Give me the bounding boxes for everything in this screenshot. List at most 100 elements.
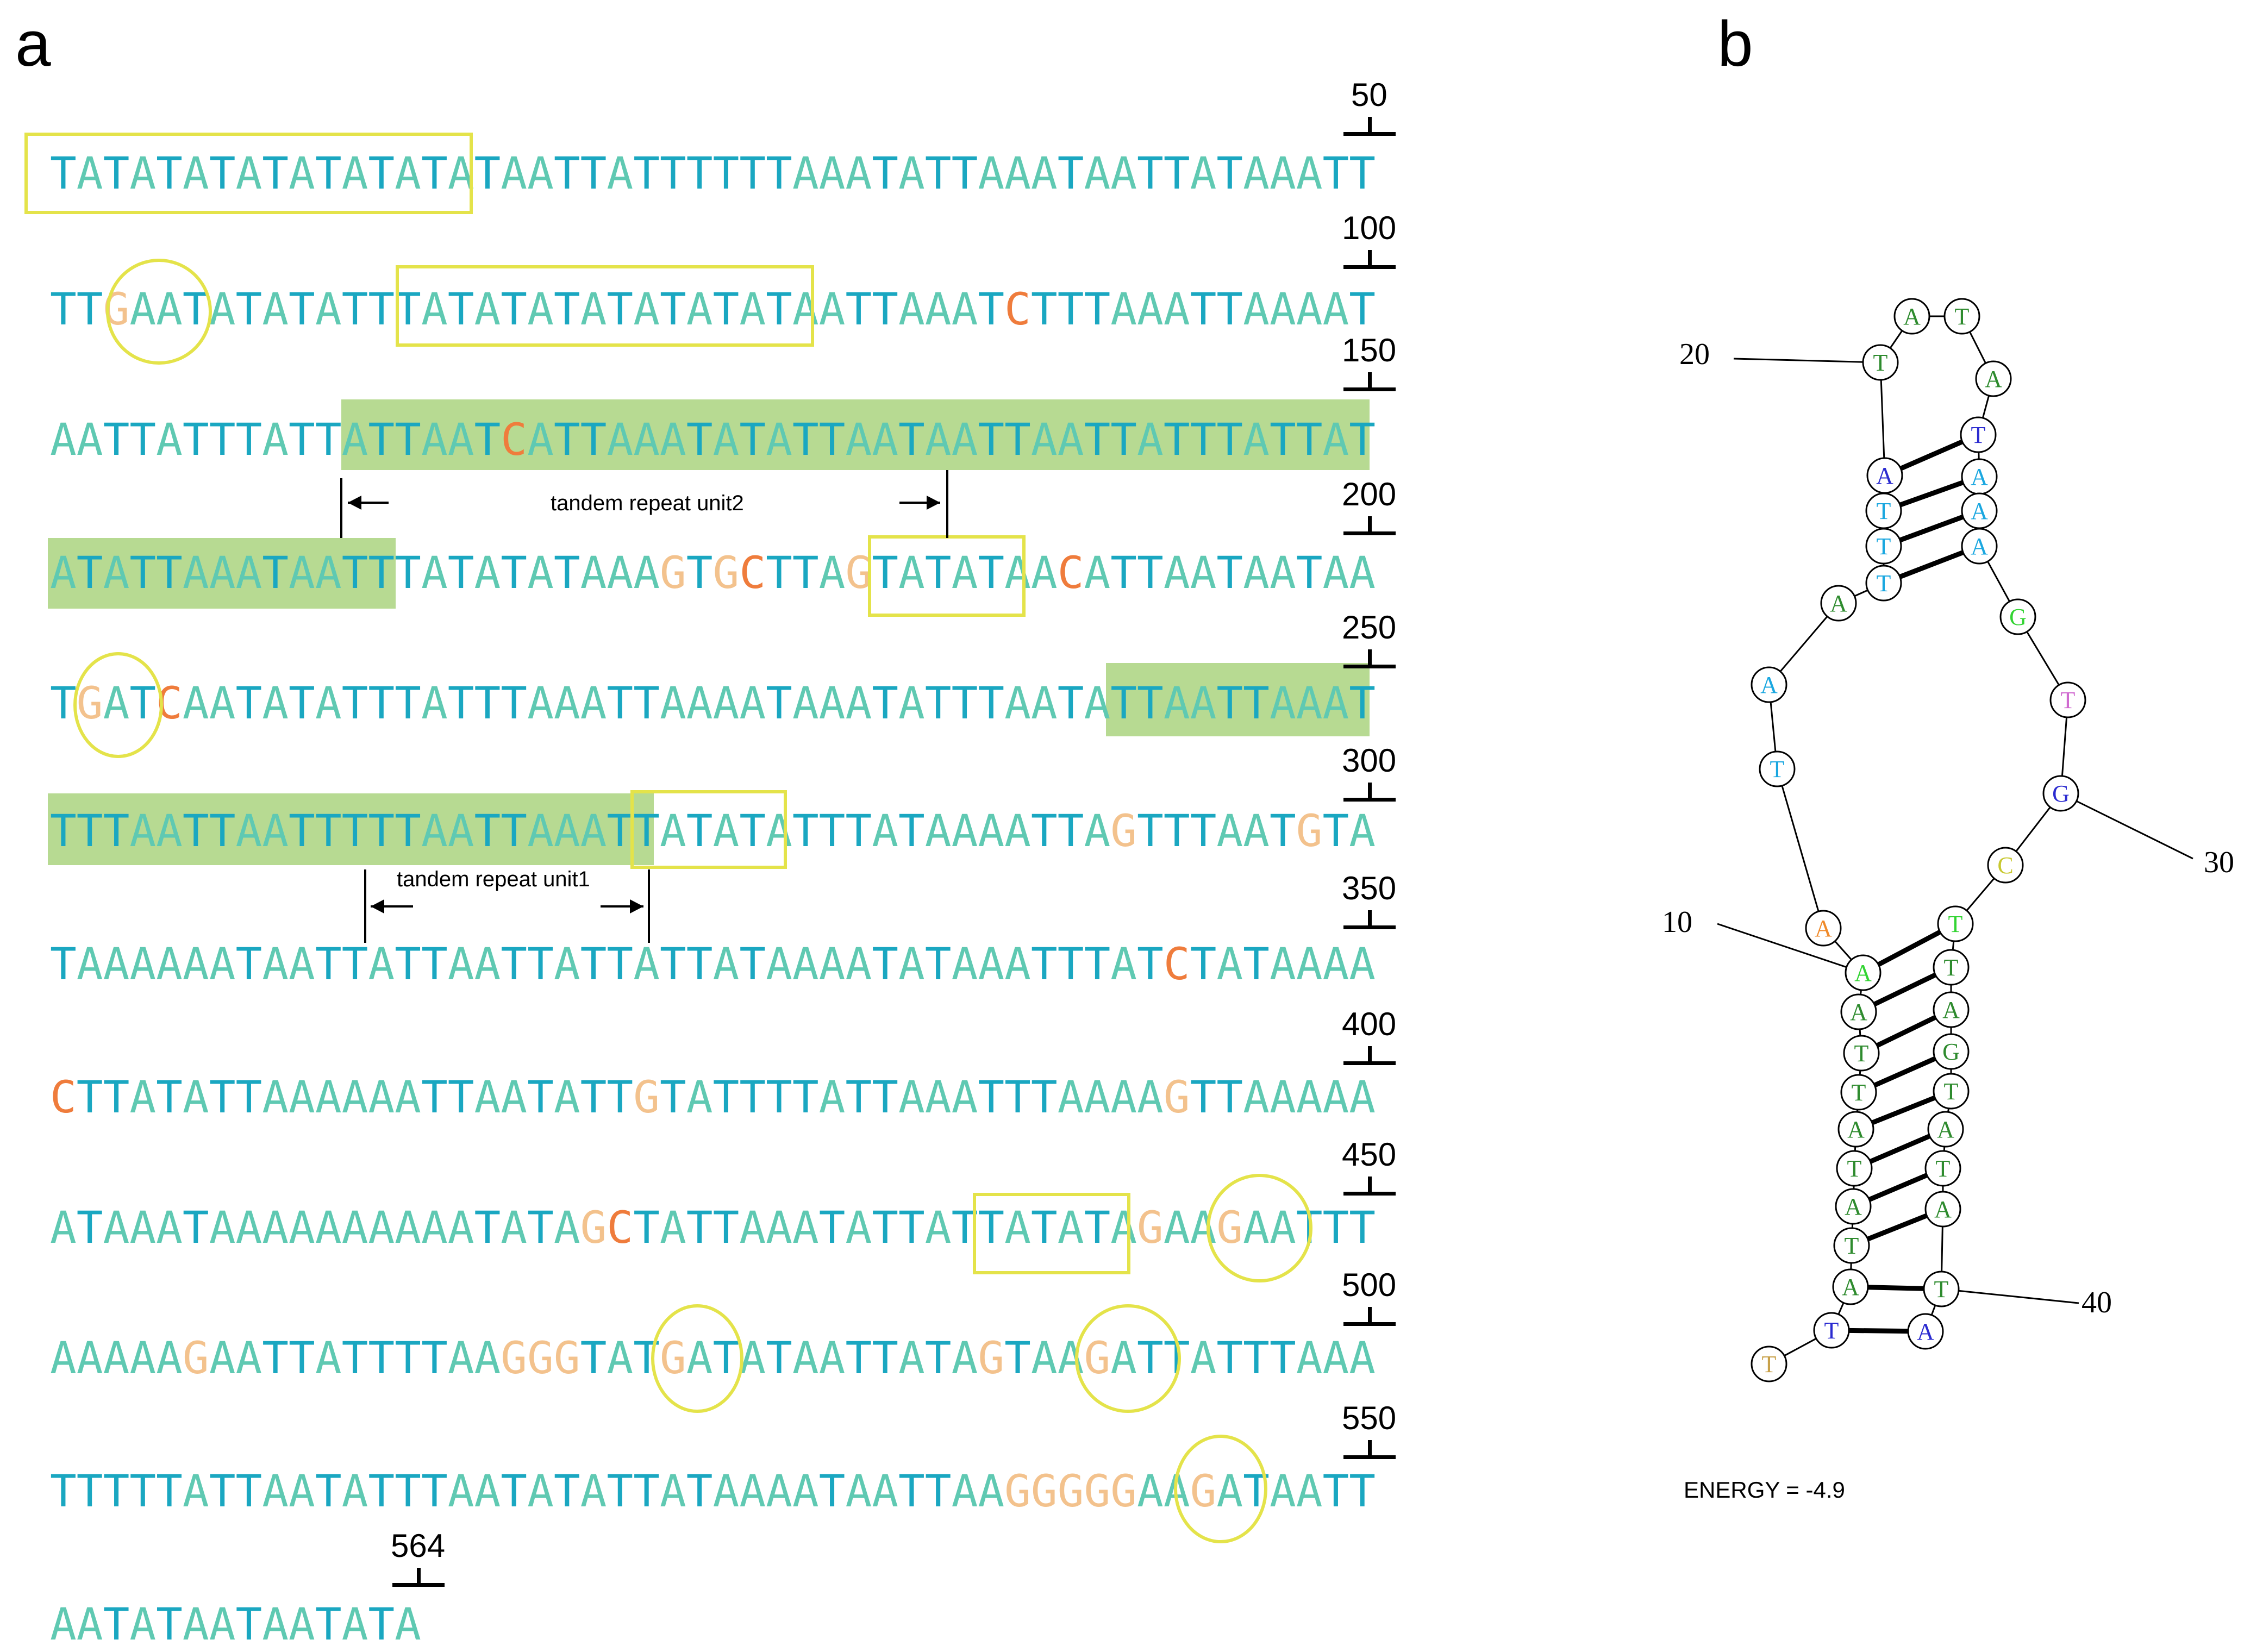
hairpin-nucleotide: T — [1843, 1035, 1880, 1072]
nucleotide: A — [792, 148, 819, 199]
nucleotide: T — [447, 1072, 474, 1123]
nucleotide: T — [1243, 1333, 1270, 1384]
nucleotide: T — [1137, 678, 1164, 729]
nucleotide: T — [686, 1203, 713, 1254]
nucleotide: G — [845, 548, 872, 599]
nucleotide: T — [1190, 415, 1217, 466]
nucleotide: A — [898, 1072, 925, 1123]
nucleotide: T — [1137, 548, 1164, 599]
svg-text:A: A — [1760, 672, 1778, 698]
nucleotide: T — [289, 415, 315, 466]
nucleotide: A — [447, 939, 474, 990]
nucleotide: T — [1349, 1203, 1376, 1254]
nucleotide: T — [1057, 284, 1084, 335]
hairpin-nucleotide: A — [1961, 528, 1998, 565]
nucleotide: T — [978, 548, 1005, 599]
nucleotide: T — [1216, 1072, 1243, 1123]
nucleotide: A — [1243, 284, 1270, 335]
nucleotide: G — [553, 1333, 580, 1384]
nucleotide: A — [1349, 939, 1376, 990]
nucleotide: T — [1269, 806, 1296, 857]
hairpin-nucleotide: T — [1943, 298, 1980, 335]
repeat-highlight — [48, 538, 396, 609]
nucleotide: T — [1190, 284, 1217, 335]
nucleotide: T — [501, 806, 528, 857]
nucleotide: A — [580, 806, 607, 857]
nucleotide: A — [633, 415, 660, 466]
nucleotide: A — [395, 148, 421, 199]
nucleotide: T — [978, 1203, 1005, 1254]
nucleotide: T — [766, 678, 792, 729]
nucleotide: A — [235, 548, 262, 599]
nucleotide: T — [633, 148, 660, 199]
svg-text:T: T — [1955, 303, 1970, 330]
svg-text:A: A — [1942, 997, 1960, 1023]
nucleotide: A — [395, 1072, 421, 1123]
nucleotide: T — [103, 1072, 130, 1123]
nucleotide: T — [527, 1072, 554, 1123]
nucleotide: A — [978, 806, 1005, 857]
nucleotide: T — [739, 148, 766, 199]
nucleotide: T — [501, 1466, 528, 1517]
nucleotide: T — [182, 415, 209, 466]
nucleotide: A — [1057, 415, 1084, 466]
nucleotide: A — [262, 415, 289, 466]
nucleotide: C — [501, 415, 528, 466]
nucleotide: A — [1030, 148, 1058, 199]
nucleotide: T — [686, 806, 713, 857]
nucleotide: A — [951, 548, 978, 599]
nucleotide: T — [924, 1333, 952, 1384]
nucleotide: T — [686, 548, 713, 599]
nucleotide: A — [1163, 678, 1190, 729]
nucleotide: T — [1004, 1072, 1031, 1123]
nucleotide: T — [951, 678, 978, 729]
hairpin-nucleotide: T — [2049, 681, 2086, 718]
nucleotide: T — [209, 148, 236, 199]
nucleotide: T — [580, 415, 607, 466]
nucleotide: A — [156, 415, 183, 466]
nucleotide: A — [1110, 148, 1137, 199]
nucleotide: A — [1057, 1203, 1084, 1254]
nucleotide: T — [633, 806, 660, 857]
nucleotide: A — [872, 1466, 898, 1517]
nucleotide: T — [818, 1203, 846, 1254]
nucleotide: A — [156, 1203, 183, 1254]
nucleotide: A — [315, 548, 342, 599]
nucleotide: A — [792, 284, 819, 335]
nucleotide: A — [182, 939, 209, 990]
nucleotide: A — [262, 1466, 289, 1517]
nucleotide: T — [129, 1466, 157, 1517]
nucleotide: A — [1110, 284, 1137, 335]
nucleotide: T — [553, 548, 580, 599]
nucleotide: T — [209, 415, 236, 466]
nucleotide: G — [659, 548, 686, 599]
nucleotide: A — [289, 548, 315, 599]
nucleotide: T — [898, 1466, 925, 1517]
nucleotide: T — [686, 1466, 713, 1517]
nucleotide: A — [1243, 548, 1270, 599]
nucleotide: A — [1137, 1466, 1164, 1517]
nucleotide: A — [818, 148, 846, 199]
nucleotide: A — [1084, 548, 1111, 599]
hairpin-nucleotide: A — [1845, 954, 1882, 991]
motif-circle — [1207, 1174, 1312, 1282]
nucleotide: T — [1216, 678, 1243, 729]
nucleotide: A — [182, 148, 209, 199]
nucleotide: T — [1030, 1072, 1058, 1123]
svg-text:T: T — [1877, 533, 1891, 560]
nucleotide: A — [368, 1072, 395, 1123]
nucleotide: T — [341, 806, 368, 857]
nucleotide: A — [182, 1072, 209, 1123]
nucleotide: A — [262, 806, 289, 857]
nucleotide: A — [76, 148, 103, 199]
nucleotide: A — [818, 284, 846, 335]
nucleotide: T — [633, 678, 660, 729]
nucleotide: T — [712, 284, 740, 335]
nucleotide: T — [421, 939, 448, 990]
nucleotide: A — [315, 1333, 342, 1384]
nucleotide: A — [421, 1203, 448, 1254]
nucleotide: T — [76, 1466, 103, 1517]
nucleotide: T — [1030, 1203, 1058, 1254]
nucleotide: T — [368, 548, 395, 599]
